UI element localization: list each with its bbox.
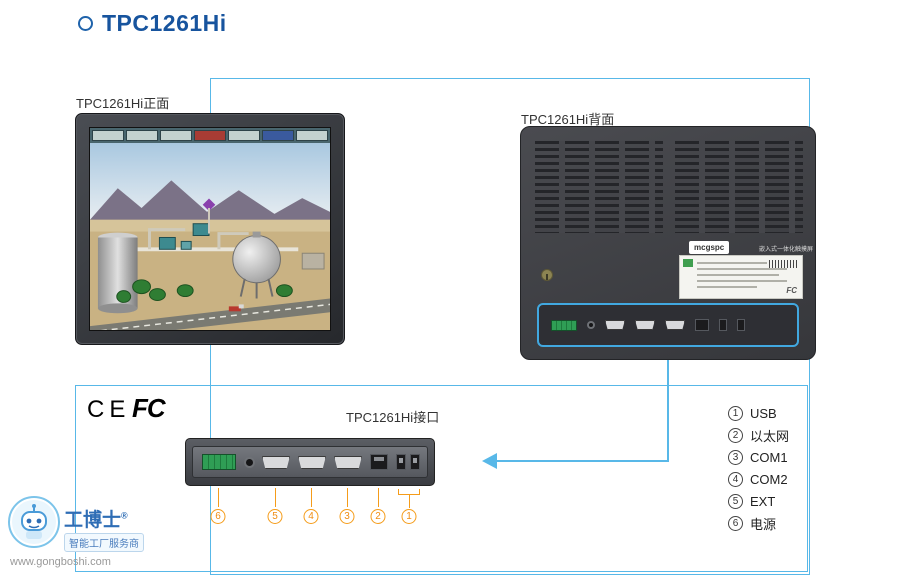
callout-bracket-usb (398, 489, 420, 495)
round-connector-icon (244, 457, 255, 468)
callout-number-4: 4 (303, 509, 319, 524)
callout-line-ext (275, 488, 276, 507)
sticker-barcode (769, 260, 797, 268)
round-connector-icon (587, 321, 595, 329)
scada-menu-button (296, 130, 328, 141)
com1-port-icon (665, 320, 685, 330)
legend-number: 4 (728, 471, 743, 487)
usb-port-icon (410, 454, 420, 470)
front-panel-image (75, 113, 345, 345)
legend-item-com1: 3 COM1 (728, 446, 789, 468)
legend-label: 以太网 (750, 428, 790, 444)
usb-port-icon (737, 319, 745, 331)
com2-port-icon (635, 320, 655, 330)
brand-tagline: 嵌入式一体化触摸屏 (759, 247, 814, 253)
interface-detail-box (75, 385, 808, 572)
legend-number: 1 (728, 405, 743, 421)
callout-line-lan (378, 488, 379, 507)
gongboshi-logo (8, 496, 60, 548)
power-terminal-icon (202, 454, 236, 470)
scada-menu-button (92, 130, 124, 141)
callout-number-5: 5 (267, 509, 283, 524)
front-view-label: TPC1261Hi正面 (76, 96, 170, 111)
callout-number-2: 2 (370, 509, 386, 524)
callout-arrow-head-icon (482, 453, 497, 469)
scada-menu-button (194, 130, 226, 141)
scada-menu-button (262, 130, 294, 141)
ext-port-icon (262, 456, 290, 469)
legend-item-power: 6 电源 (728, 512, 789, 534)
power-terminal-icon (551, 319, 577, 331)
interface-label: TPC1261Hi接口 (346, 410, 440, 425)
gongboshi-name-text: 工博士 (64, 510, 122, 531)
callout-number-3: 3 (339, 509, 355, 524)
interface-strip-image (185, 438, 435, 486)
lan-port-icon (370, 454, 388, 470)
robot-mascot-icon (12, 500, 56, 544)
mount-keyhole-icon (541, 269, 553, 281)
fcc-mark: FC (132, 393, 166, 423)
legend-label: COM2 (750, 471, 788, 487)
scada-menu-button (126, 130, 158, 141)
brand-badge: mcgspc (689, 241, 730, 254)
page-title: TPC1261Hi (78, 10, 227, 37)
callout-line-com2 (311, 488, 312, 507)
scada-menu-bar (90, 128, 330, 143)
vent-grille (675, 141, 803, 233)
legend-item-com2: 4 COM2 (728, 468, 789, 490)
ce-mark: CE (87, 396, 131, 423)
registered-mark: ® (121, 510, 128, 521)
scada-scene-image (90, 143, 330, 330)
callout-number-1: 1 (401, 509, 417, 524)
legend-item-ethernet: 2 以太网 (728, 424, 789, 446)
callout-number-6: 6 (210, 509, 226, 524)
back-view-label: TPC1261Hi背面 (521, 112, 615, 127)
scada-menu-button (228, 130, 260, 141)
scada-menu-button (160, 130, 192, 141)
sticker-text-line (697, 262, 767, 264)
legend-label: 电源 (750, 516, 777, 532)
sticker-fcc-mark: FC (786, 286, 797, 295)
com2-port-icon (298, 456, 326, 469)
usb-port-icon (396, 454, 406, 470)
gongboshi-tagline: 智能工厂服务商 (64, 533, 144, 552)
legend-item-ext: 5 EXT (728, 490, 789, 512)
callout-line-power (218, 488, 219, 507)
gongboshi-name: 工博士® (64, 505, 128, 532)
legend-number: 3 (728, 449, 743, 465)
back-panel-image: mcgspc 嵌入式一体化触摸屏 FC (520, 126, 816, 360)
sticker-text-line (697, 280, 787, 282)
sticker-text-line (697, 268, 787, 270)
callout-arrow-horizontal-line (496, 460, 669, 462)
page-title-text: TPC1261Hi (102, 10, 227, 36)
port-legend: 1 USB 2 以太网 3 COM1 4 COM2 5 EXT 6 电源 (728, 402, 789, 534)
legend-label: COM1 (750, 449, 788, 465)
ext-port-icon (605, 320, 625, 330)
legend-number: 2 (728, 427, 743, 443)
callout-arrow-vertical-line (667, 360, 669, 461)
callout-line-usb (409, 495, 410, 508)
gongboshi-url: www.gongboshi.com (10, 556, 111, 568)
touch-screen (89, 127, 331, 331)
vent-grille (535, 141, 663, 233)
legend-item-usb: 1 USB (728, 402, 789, 424)
legend-number: 5 (728, 493, 743, 509)
title-bullet-circle-icon (78, 16, 93, 31)
sticker-qc-mark (683, 259, 693, 267)
usb-port-icon (719, 319, 727, 331)
com1-port-icon (334, 456, 362, 469)
legend-number: 6 (728, 515, 743, 531)
sticker-text-line (697, 274, 779, 276)
sticker-text-line (697, 286, 757, 288)
spec-sticker: FC (679, 255, 803, 299)
connector-row-highlight (537, 303, 799, 347)
legend-label: EXT (750, 493, 776, 509)
legend-label: USB (750, 405, 777, 421)
lan-port-icon (695, 319, 709, 331)
callout-line-com1 (347, 488, 348, 507)
